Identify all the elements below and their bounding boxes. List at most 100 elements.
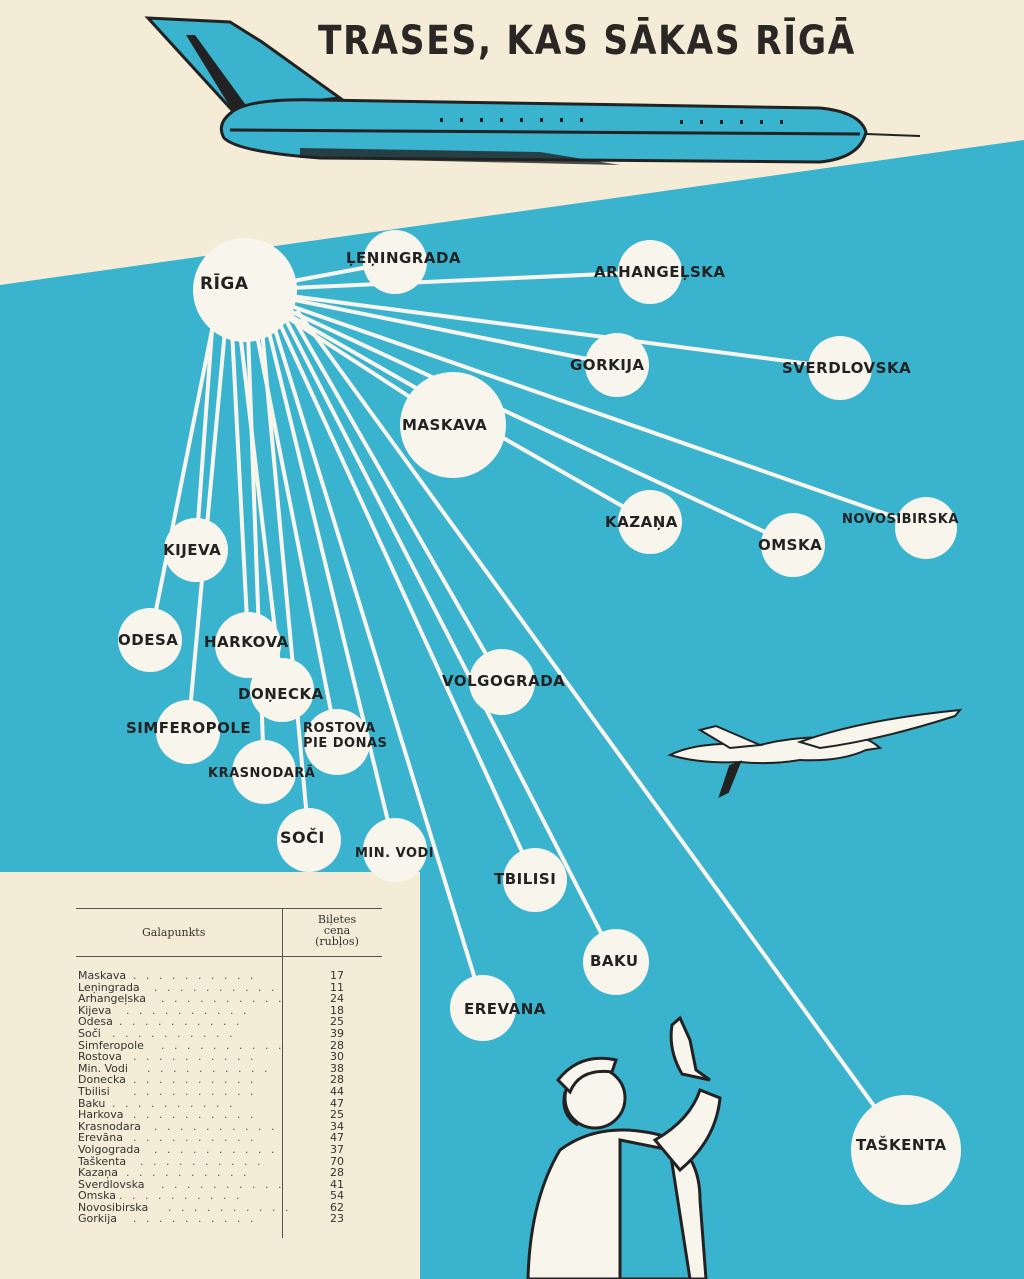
destination-name: Maskava [78,969,127,982]
destination-name: Kazaņa [78,1166,118,1180]
ticket-price: 28 [330,1166,344,1180]
city-label-harkova: HARKOVA [204,633,289,651]
destination-name: Gorkija [78,1212,117,1226]
destination-name: Novosibirska [78,1200,149,1214]
leader-dots: . . . . . . . . . . . . . . [154,1143,284,1156]
table-row: Novosibirska. . . . . . . . . . . . . .6… [78,1202,378,1214]
city-label-simferopole: SIMFEROPOLE [126,719,252,737]
ticket-price: 39 [330,1026,344,1040]
city-label-donecka: DOŅECKA [238,685,324,703]
leader-dots: . . . . . . . . . . . . . . [154,981,284,994]
destination-name: Sverdlovska [78,1177,145,1191]
destination-name: Min. Vodi [78,1061,128,1075]
table-header-price-line3: (rubļos) [315,935,359,948]
table-row: Min. Vodi. . . . . . . . . . . . . .38 [78,1063,378,1075]
city-label-rostova-line1: ROSTOVA [303,721,376,736]
leader-dots: . . . . . . . . . . . . . . [126,1167,256,1179]
ticket-price: 62 [330,1200,344,1214]
ticket-price: 17 [330,969,344,982]
city-label-riga: RĪGA [200,274,249,294]
destination-name: Volgograda [78,1142,141,1156]
ticket-price: 47 [330,1131,344,1145]
table-header-price: Biļetes cena (rubļos) [292,914,382,947]
destination-name: Taškenta [78,1154,127,1168]
ticket-price: 23 [330,1212,344,1226]
city-label-taskenta: TAŠKENTA [856,1136,947,1154]
table-row: Taškenta. . . . . . . . . . . . . .70 [78,1154,378,1168]
city-label-omska: OMSKA [758,536,823,554]
table-header-price-line2: cena [323,924,351,937]
destination-name: Omska [78,1189,117,1203]
destination-name: Simferopole [78,1038,144,1052]
table-row: Omska. . . . . . . . . . . . . .54 [78,1190,378,1202]
destination-name: Leņingrada [78,980,140,994]
city-label-leningrada: ĻEŅINGRADA [346,249,462,267]
ticket-price: 11 [330,980,344,994]
fare-table: Galapunkts Biļetes cena (rubļos) Maskava… [76,902,382,1242]
leader-dots: . . . . . . . . . . . . . . [140,1155,270,1168]
table-body: Maskava . . . . . . . . . . . . . . 17Leņi… [78,970,378,1225]
destination-name: Harkova [78,1108,124,1122]
city-label-soci: SOČI [280,828,325,847]
city-label-kijeva: KIJEVA [163,541,222,559]
table-row: Odesa. . . . . . . . . . . . . .25 [78,1016,378,1028]
destination-name: Donecka [78,1073,126,1087]
seagull-illustration [667,708,963,798]
city-label-arhangelska: ARHANGEĻSKA [594,263,726,281]
table-row: Baku . . . . . . . . . . . . . . 47 [78,1096,378,1110]
table-top-rule [76,908,382,909]
leader-dots: . . . . . . . . . . . . . . [133,1132,263,1144]
table-row: Gorkija . . . . . . . . . . . . . . 23 [78,1213,378,1225]
table-row: Soči. . . . . . . . . . . . . .39 [78,1028,378,1040]
table-row: Rostova. . . . . . . . . . . . . .30 [78,1051,378,1063]
leader-dots: . . . . . . . . . . . . . . [126,1004,256,1017]
ticket-price: 25 [330,1108,344,1122]
destination-name: Rostova [78,1050,122,1064]
table-row: Donecka . . . . . . . . . . . . . . 28 [78,1074,378,1086]
table-header-destination: Galapunkts [142,926,206,939]
leader-dots: . . . . . . . . . . . . . . [133,1213,263,1226]
table-row: Volgograda . . . . . . . . . . . . . . 37 [78,1144,378,1156]
city-label-krasnodara: KRASNODARĀ [208,766,316,781]
airplane-illustration [144,16,921,165]
table-row: Erevāna. . . . . . . . . . . . . .47 [78,1132,378,1144]
leader-dots: . . . . . . . . . . . . . . [133,1074,263,1086]
city-label-minvodi: MIN. VODI [355,846,435,861]
leader-dots: . . . . . . . . . . . . . . [133,1109,263,1121]
leader-dots: . . . . . . . . . . . . . . [119,1016,249,1028]
table-row: Krasnodara. . . . . . . . . . . . . .34 [78,1121,378,1133]
table-row: Maskava . . . . . . . . . . . . . . 17 [78,970,378,982]
city-nodes [118,230,961,1205]
ticket-price: 47 [330,1096,344,1110]
city-label-erevana: EREVANA [464,1000,546,1018]
leader-dots: . . . . . . . . . . . . . . [133,970,263,982]
ticket-price: 18 [330,1003,344,1017]
ticket-price: 25 [330,1015,344,1029]
table-row: Sverdlovska . . . . . . . . . . . . . . 41 [78,1179,378,1191]
city-label-rostova-line2: PIE DONAS [303,736,388,751]
leader-dots: . . . . . . . . . . . . . . [161,1178,291,1191]
table-row: Harkova . . . . . . . . . . . . . . 25 [78,1109,378,1121]
city-label-rostova: ROSTOVA PIE DONAS [303,721,387,751]
leader-dots: . . . . . . . . . . . . . . [112,1027,242,1040]
ticket-price: 28 [330,1073,344,1087]
ticket-price: 28 [330,1038,344,1052]
table-column-divider [282,908,283,1238]
route-lines [148,260,928,1152]
leader-dots: . . . . . . . . . . . . . . [119,1190,249,1202]
ticket-price: 37 [330,1142,344,1156]
table-row: Arhangeļska. . . . . . . . . . . . . .24 [78,993,378,1005]
leader-dots: . . . . . . . . . . . . . . [133,1051,263,1063]
destination-name: Baku [78,1096,106,1110]
table-header-rule [76,956,382,957]
city-label-baku: BAKU [590,952,639,970]
ticket-price: 41 [330,1177,344,1191]
table-header-price-line1: Biļetes [317,913,357,926]
leader-dots: . . . . . . . . . . . . . . [147,1062,277,1075]
city-label-gorkija: GORKIJA [570,356,645,374]
leader-dots: . . . . . . . . . . . . . . [112,1097,242,1110]
leader-dots: . . . . . . . . . . . . . . [133,1085,263,1098]
waving-person-illustration [526,1015,722,1279]
